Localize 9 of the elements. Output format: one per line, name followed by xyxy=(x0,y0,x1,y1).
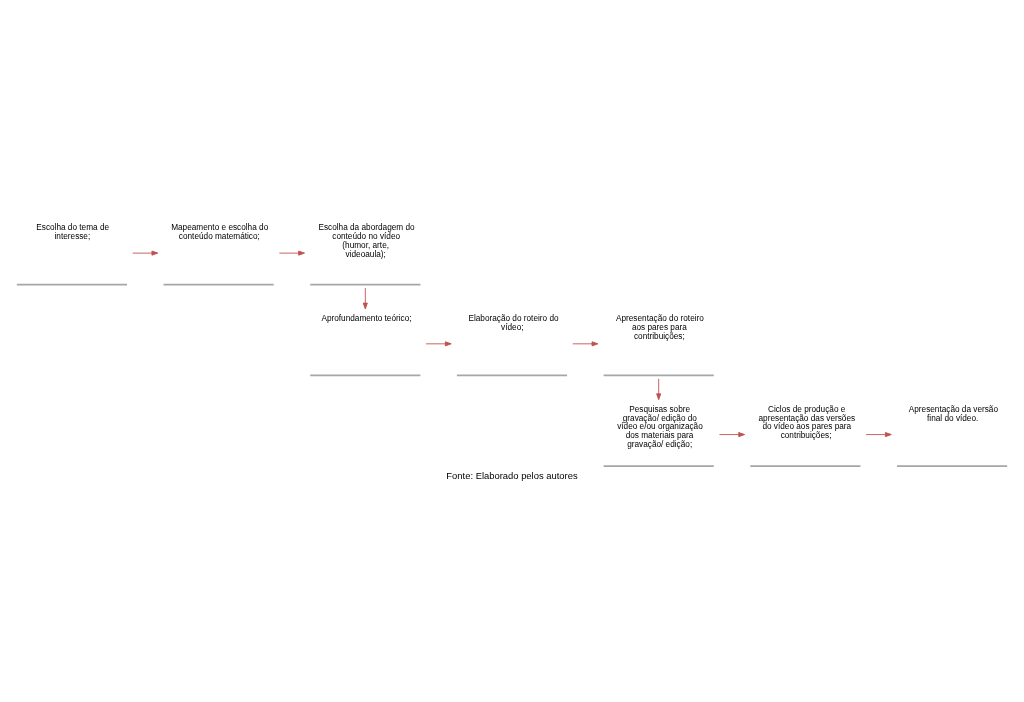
arrow xyxy=(572,340,599,346)
arrow xyxy=(719,431,746,437)
arrow xyxy=(656,377,662,400)
arrow xyxy=(132,250,159,256)
arrow xyxy=(278,250,305,256)
arrow xyxy=(362,287,368,309)
arrow xyxy=(425,340,452,346)
caption: Fonte: Elaborado pelos autores xyxy=(446,469,578,481)
arrow xyxy=(865,431,892,437)
